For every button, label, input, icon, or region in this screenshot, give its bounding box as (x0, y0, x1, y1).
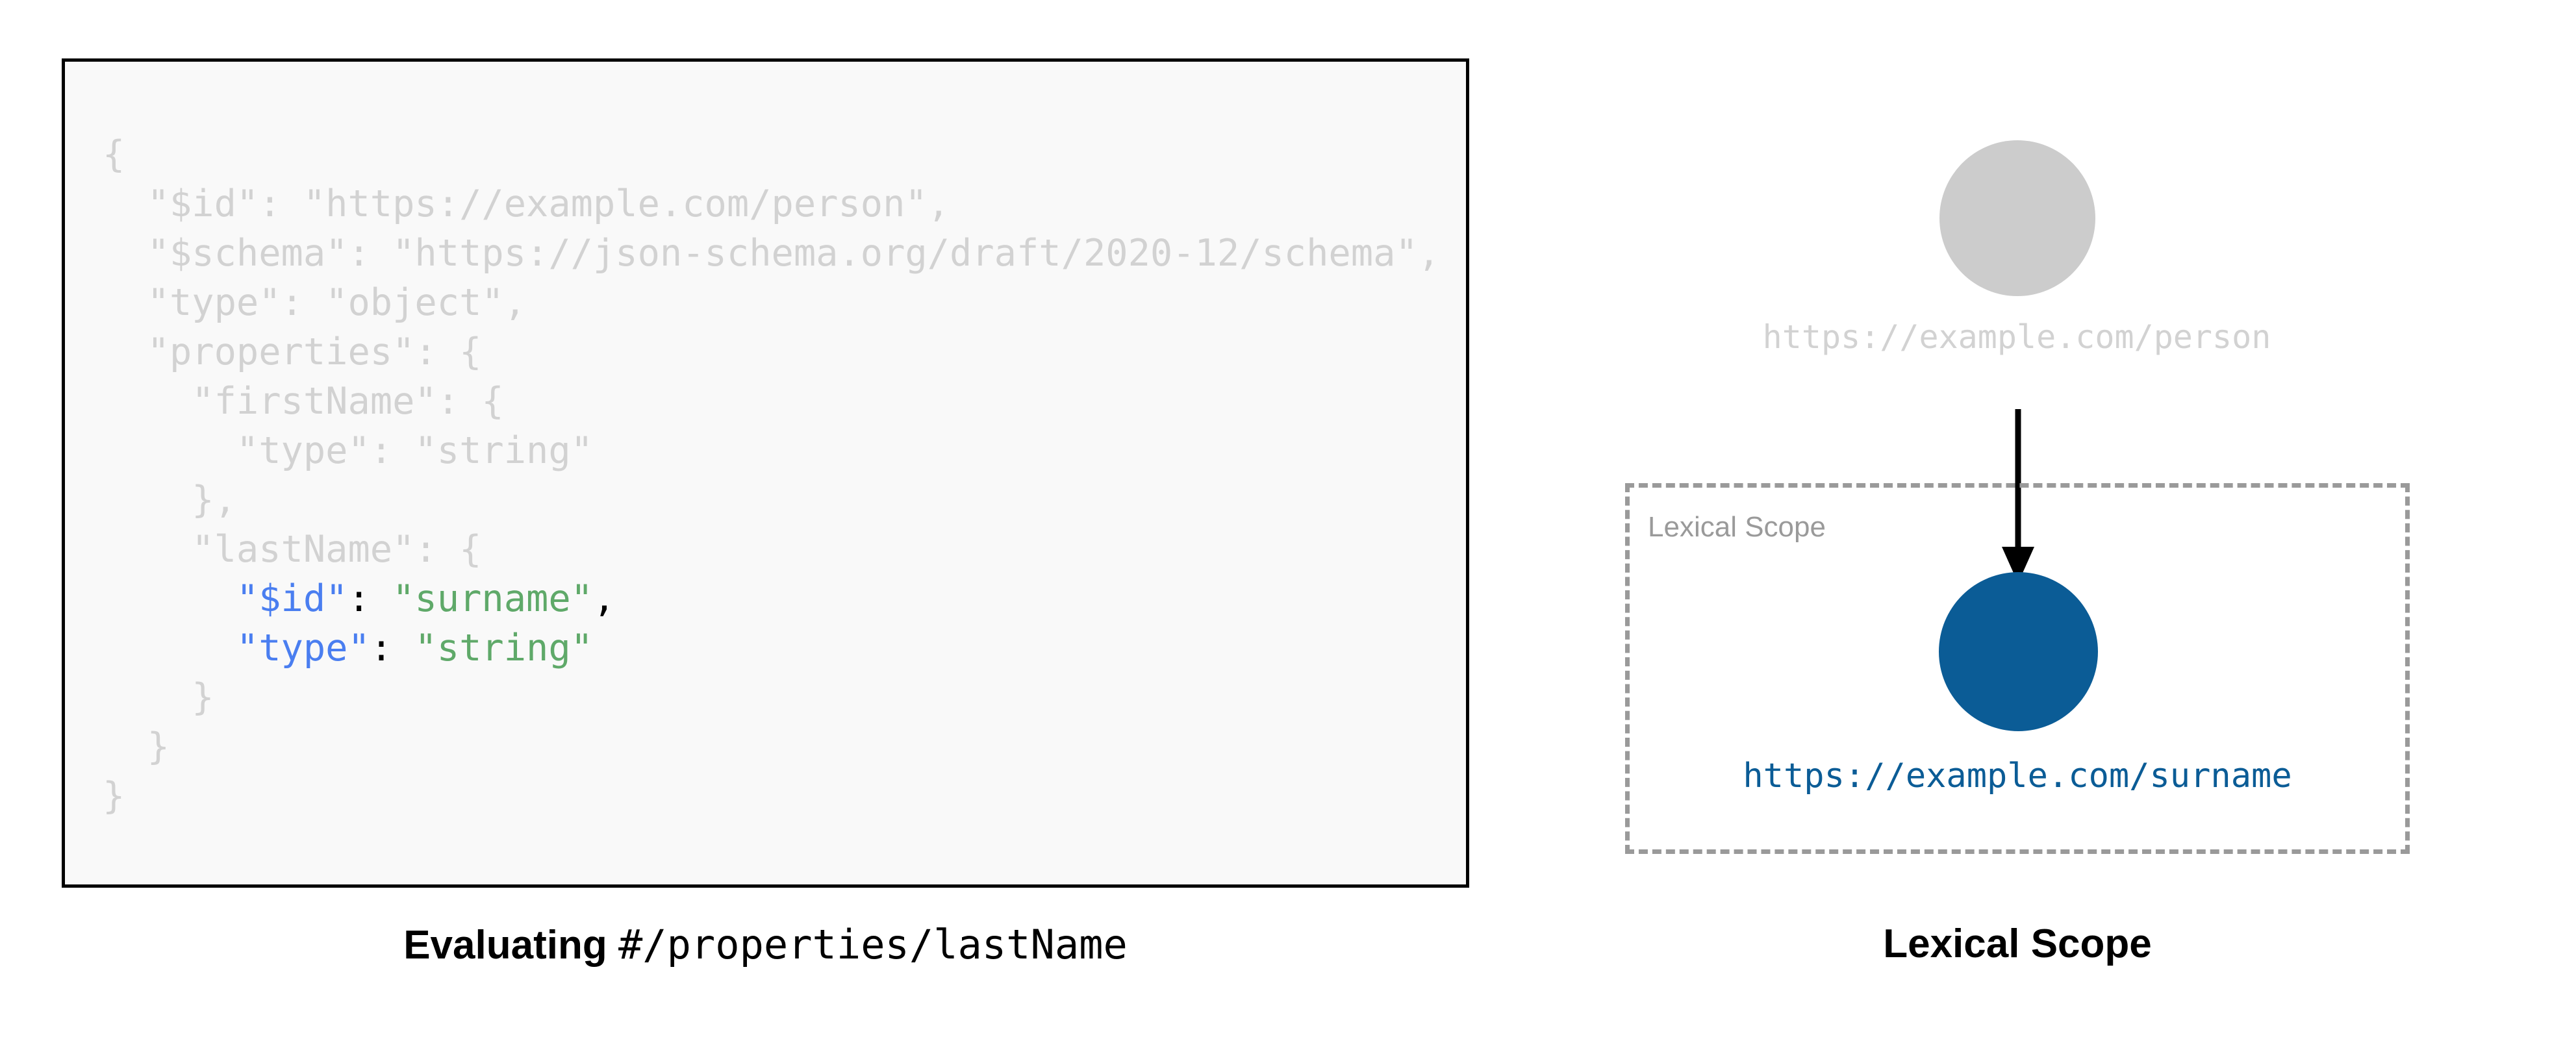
code-token: } (103, 676, 214, 719)
code-token: "firstName": { (103, 380, 504, 423)
code-line: } (103, 722, 1440, 771)
schema-code-listing: { "$id": "https://example.com/person", "… (103, 130, 1440, 821)
code-token: "$id" (236, 577, 348, 620)
code-line: "type": "object", (103, 278, 1440, 327)
code-token (103, 577, 236, 620)
child-schema-node-label: https://example.com/surname (1743, 757, 2292, 795)
code-token: "type" (236, 627, 370, 670)
code-token: } (103, 775, 125, 818)
code-token: , (593, 577, 616, 620)
code-line: "$id": "surname", (103, 574, 1440, 623)
root-schema-node-circle (1939, 140, 2095, 296)
code-token: : (370, 627, 415, 670)
code-line: "$id": "https://example.com/person", (103, 179, 1440, 229)
code-token: { (103, 133, 125, 176)
scope-arrow-icon (2002, 409, 2034, 583)
schema-code-panel: { "$id": "https://example.com/person", "… (62, 58, 1469, 888)
code-token: } (103, 725, 170, 768)
lexical-scope-boundary-box: Lexical Scope (1625, 483, 2410, 854)
code-token: "$schema": "https://json-schema.org/draf… (103, 232, 1441, 275)
code-token: "type": "object", (103, 281, 527, 324)
left-caption-pointer-text: #/properties/lastName (618, 921, 1128, 968)
code-token: "$id": "https://example.com/person", (103, 182, 950, 225)
root-schema-node-label: https://example.com/person (1762, 318, 2271, 356)
lexical-scope-diagram: https://example.com/person Lexical Scope… (1559, 39, 2533, 896)
child-schema-node-circle (1939, 572, 2098, 731)
left-figure-caption: Evaluating #/properties/lastName (62, 921, 1469, 968)
code-line: }, (103, 475, 1440, 525)
code-line: { (103, 130, 1440, 179)
code-line: } (103, 673, 1440, 722)
code-token: }, (103, 479, 236, 521)
code-token: "lastName": { (103, 528, 482, 571)
code-line: "lastName": { (103, 525, 1440, 574)
code-token (103, 627, 236, 670)
code-token: "properties": { (103, 331, 482, 373)
code-token: "string" (414, 627, 593, 670)
code-line: "type": "string" (103, 426, 1440, 475)
code-token: : (347, 577, 393, 620)
lexical-scope-box-label: Lexical Scope (1648, 511, 1826, 543)
code-line: "firstName": { (103, 377, 1440, 426)
right-figure-caption: Lexical Scope (1883, 921, 2152, 966)
code-line: "$schema": "https://json-schema.org/draf… (103, 229, 1440, 278)
code-token: "type": "string" (103, 429, 593, 472)
code-token: "surname" (392, 577, 593, 620)
code-line: "type": "string" (103, 623, 1440, 673)
code-line: } (103, 771, 1440, 821)
left-caption-strong-text: Evaluating (403, 923, 607, 968)
code-line: "properties": { (103, 327, 1440, 377)
